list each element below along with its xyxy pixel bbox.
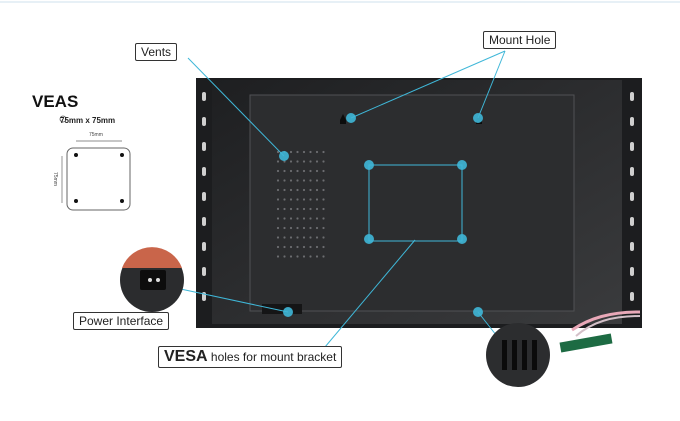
power-inset <box>120 247 184 312</box>
veas-size-option: 75mm x 75mm <box>60 116 116 125</box>
dim-horizontal: 75mm <box>89 132 103 138</box>
monitor-back <box>196 78 642 328</box>
vesa-bold: VESA <box>164 348 208 365</box>
vesa-square <box>368 164 463 242</box>
vent-grid <box>276 150 325 258</box>
mount-hole-left <box>340 114 346 124</box>
label-vesa: VESA holes for mount bracket <box>158 346 343 368</box>
label-power-interface: Power Interface <box>73 312 170 330</box>
dim-vertical: 75mm <box>51 172 58 186</box>
callout-dots <box>279 113 483 317</box>
label-mount-hole: Mount Hole <box>483 31 557 49</box>
label-vents: Vents <box>135 43 178 61</box>
veas-title: VEAS <box>32 92 79 111</box>
vesa-pattern-drawing <box>59 115 131 211</box>
vent-inset <box>486 323 550 387</box>
radio-icon <box>59 115 67 123</box>
callout-lines <box>161 50 506 348</box>
controller-board <box>559 310 641 353</box>
rear-panel <box>249 94 575 312</box>
vesa-rest: holes for mount bracket <box>207 350 337 364</box>
